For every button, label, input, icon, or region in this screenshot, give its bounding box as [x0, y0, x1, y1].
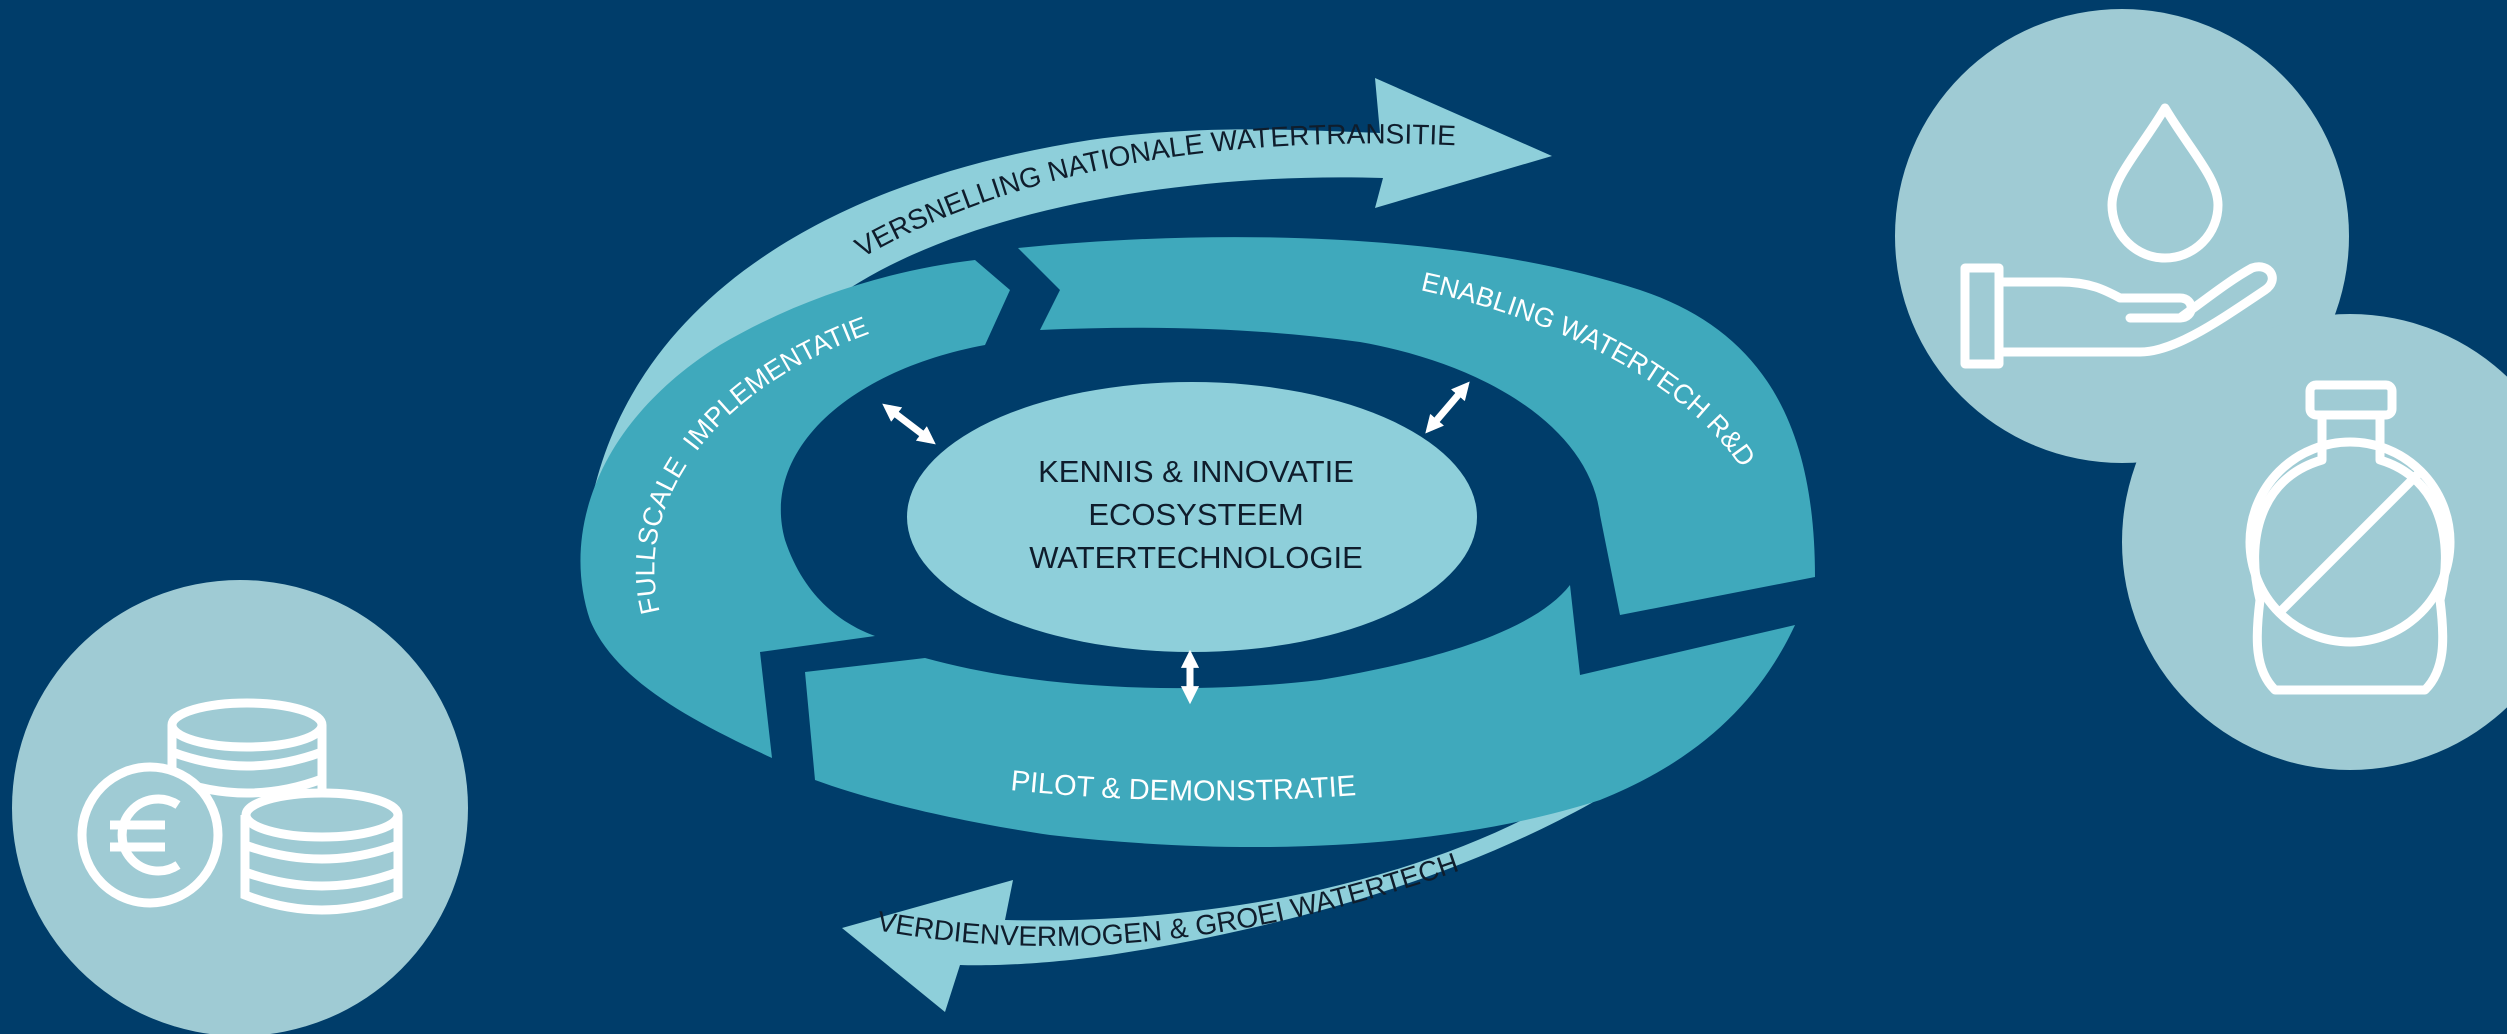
- outer-arrow-bottom: [842, 625, 1795, 1012]
- center-title-line2: ECOSYSTEEM: [1088, 497, 1303, 532]
- double-arrow-icon: [882, 403, 936, 445]
- center-title-line1: KENNIS & INNOVATIE: [1038, 454, 1354, 489]
- double-arrow-icon: [1425, 381, 1470, 434]
- ring-segment-left: [580, 260, 1010, 758]
- ring-segment-bottom: [805, 585, 1795, 848]
- center-title-line3: WATERTECHNOLOGIE: [1029, 540, 1363, 575]
- euro-coins-icon: [12, 580, 468, 1034]
- ring-segment-right: [1018, 237, 1815, 615]
- no-plastic-bottle-icon: [2122, 314, 2507, 770]
- center-ellipse: [907, 382, 1477, 652]
- outer-arrow-top: [588, 78, 1552, 520]
